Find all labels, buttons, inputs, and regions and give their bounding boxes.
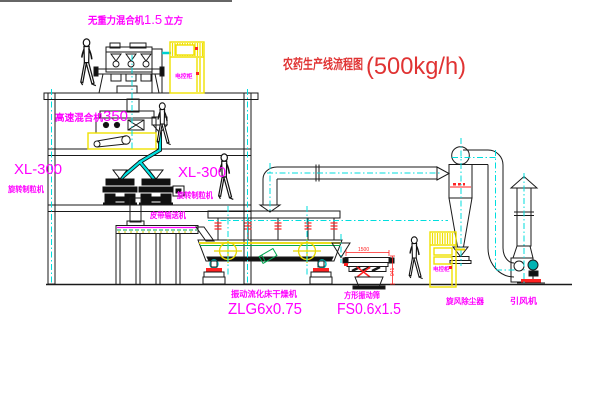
vibrating-screen [342,250,395,290]
label-dryer-name: 振动流化床干燥机 [231,289,297,299]
person-ground [408,236,424,280]
label-belt-conveyor: 皮带输送机 [149,210,186,220]
label-granulator-left-name: 旋转制粒机 [7,184,44,194]
control-cabinet-bottom [429,231,457,288]
gravity-mixer [93,42,171,113]
exhaust-duct [258,164,437,213]
title-capacity: (500kg/h) [366,53,466,80]
person-second-floor [156,102,172,146]
label-granulator-right-name: 旋转制粒机 [176,190,213,200]
label-cabinet-bottom: 电控柜 [433,265,450,273]
centerlines [51,55,525,284]
label-dryer-model: ZLG6x0.75 [228,301,302,318]
title-text: 农药生产线流程图 [282,56,363,72]
high-speed-mixer [87,110,169,150]
belt-conveyor [115,225,215,285]
label-fan: 引风机 [510,296,538,306]
label-granulator-right-model: XL-300 [178,164,226,181]
label-cabinet-top: 电控柜 [175,72,193,80]
label-screen-model: FS0.6x1.5 [337,301,401,318]
induced-draft-fan [510,257,545,284]
dim-screen-width: 1500 [358,247,369,253]
control-cabinet-top [169,41,205,94]
cyclone-separator [436,146,473,264]
dim-screen-height: 941 [390,267,396,276]
person-top-floor [80,38,97,87]
label-screen-name: 方形振动筛 [344,290,380,300]
granulator-right [138,169,185,205]
label-high-speed-mixer: 高速混合机350 [55,108,128,125]
fluid-bed-dryer [197,210,343,285]
cyclone-outlet-pipe [463,149,515,278]
label-granulator-left-model: XL-300 [14,161,62,178]
label-cyclone: 旋风除尘器 [445,296,485,306]
feed-y-pipe [117,131,162,182]
